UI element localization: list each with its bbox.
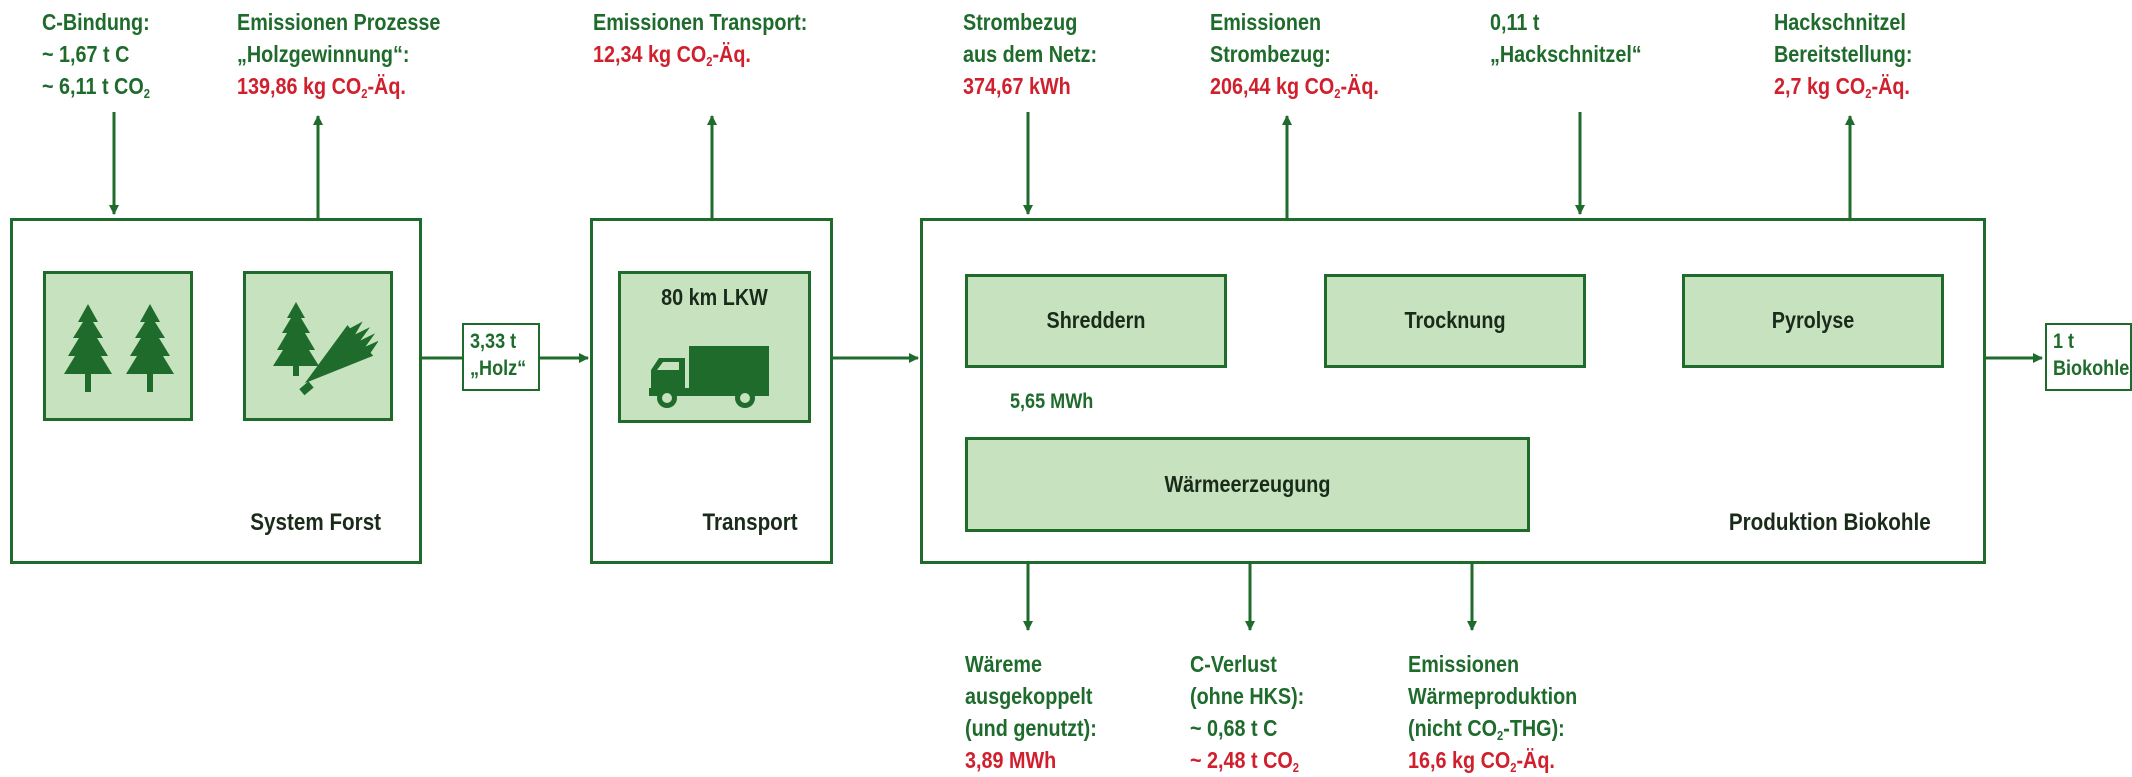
label-em-strom: Emissionen Strombezug: 206,44 kg CO2-Äq. [1210, 9, 1379, 101]
tag-biokohle: 1 t Biokohle [2045, 323, 2132, 391]
waermeerzeugung-box: Wärmeerzeugung [965, 437, 1530, 532]
pyrolyse-label: Pyrolyse [1771, 307, 1855, 333]
waermeerzeugung-label: Wärmeerzeugung [1164, 471, 1331, 497]
frame-transport: 80 km LKW Transport [590, 218, 833, 564]
trocknung-label: Trocknung [1404, 307, 1506, 333]
label-strombezug: Strombezug aus dem Netz: 374,67 kWh [963, 9, 1098, 99]
heat-mwh-label: 5,65 MWh [1010, 390, 1094, 413]
lkw-box: 80 km LKW [618, 271, 811, 423]
lkw-label: 80 km LKW [661, 284, 768, 310]
frame-title-produktion: Produktion Biokohle [1729, 509, 1931, 536]
label-hs-bereitstellung: Hackschnitzel Bereitstellung: 2,7 kg CO2… [1774, 9, 1913, 101]
label-em-transport: Emissionen Transport: 12,34 kg CO2-Äq. [593, 9, 808, 69]
frame-produktion-biokohle: Shreddern Trocknung Pyrolyse Wärmeerzeug… [920, 218, 1986, 564]
frame-title-forst: System Forst [250, 509, 381, 536]
frame-title-transport: Transport [702, 509, 798, 536]
label-waerme-ausgekoppelt: Wäreme ausgekoppelt (und genutzt): 3,89 … [965, 651, 1097, 773]
label-hackschnitzel: 0,11 t „Hackschnitzel“ [1490, 9, 1642, 67]
pyrolyse-box: Pyrolyse [1682, 274, 1944, 368]
trocknung-box: Trocknung [1324, 274, 1586, 368]
shreddern-box: Shreddern [965, 274, 1227, 368]
label-em-waermeproduktion: Emissionen Wärmeproduktion (nicht CO2-TH… [1408, 651, 1578, 775]
tree-icon [64, 304, 174, 392]
truck-icon [649, 346, 769, 408]
forest-box [43, 271, 193, 421]
frame-system-forst: System Forst [10, 218, 422, 564]
tag-holz: 3,33 t „Holz“ [462, 323, 540, 391]
label-holzgewinnung: Emissionen Prozesse „Holzgewinnung“: 139… [237, 9, 441, 101]
label-c-bindung: C-Bindung: ~ 1,67 t C ~ 6,11 t CO2 [42, 9, 150, 101]
label-c-verlust: C-Verlust (ohne HKS): ~ 0,68 t C ~ 2,48 … [1190, 651, 1305, 775]
shreddern-label: Shreddern [1046, 307, 1146, 333]
tree-felled-icon [273, 302, 378, 396]
felled-tree-box [243, 271, 393, 421]
